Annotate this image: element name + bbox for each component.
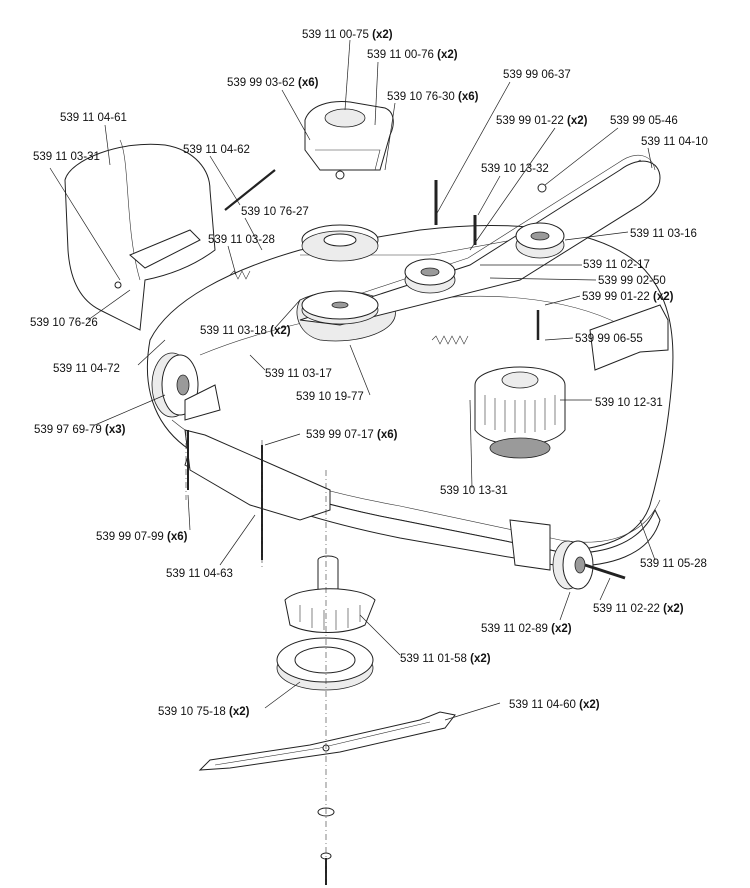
tension-spring [431,335,469,345]
part-label-539-11-04-72: 539 11 04-72 [53,363,120,375]
part-label-539-99-06-37: 539 99 06-37 [503,69,571,81]
part-label-539-10-76-26: 539 10 76-26 [30,317,98,329]
spindle-housing-right [474,366,566,459]
part-label-539-99-07-99: 539 99 07-99 (x6) [96,531,188,543]
part-label-539-11-04-63: 539 11 04-63 [166,568,233,580]
part-label-539-10-76-27: 539 10 76-27 [241,206,309,218]
spindle-ring [276,637,374,691]
part-label-539-10-19-77: 539 10 19-77 [296,391,364,403]
spindle-pulley-left [301,290,379,325]
idler-pulley-center [404,258,456,294]
discharge-chute [64,139,216,331]
part-label-539-97-69-79: 539 97 69-79 (x3) [34,424,126,436]
part-label-539-11-04-10: 539 11 04-10 [641,136,708,148]
part-label-539-11-02-89: 539 11 02-89 (x2) [481,623,572,635]
part-label-539-11-04-60: 539 11 04-60 (x2) [509,699,600,711]
part-labels: 539 11 00-75 (x2) 539 11 00-76 (x2) 539 … [30,29,708,718]
part-label-539-99-07-17: 539 99 07-17 (x6) [306,429,398,441]
part-label-539-11-04-62: 539 11 04-62 [183,144,250,156]
part-label-539-99-05-46: 539 99 05-46 [610,115,678,127]
part-label-539-10-75-18: 539 10 75-18 (x2) [158,706,250,718]
gauge-wheel-right [509,519,626,590]
belt-guard [304,101,394,171]
gauge-wheel-left [151,352,221,421]
part-label-539-11-01-58: 539 11 01-58 (x2) [400,653,491,665]
blade-spindle [284,555,376,633]
leader-lines [49,39,656,721]
part-label-539-99-03-62: 539 99 03-62 (x6) [227,77,319,89]
part-label-539-11-02-22: 539 11 02-22 (x2) [593,603,684,615]
part-label-539-11-05-28: 539 11 05-28 [640,558,707,570]
part-label-539-99-02-50: 539 99 02-50 [598,275,666,287]
mower-blade [198,711,456,771]
part-label-539-11-00-76: 539 11 00-76 (x2) [367,49,458,61]
part-label-539-11-02-17: 539 11 02-17 [583,259,650,271]
idler-pulley-left [301,224,379,262]
part-label-539-10-13-32: 539 10 13-32 [481,163,549,175]
deck-bracket-right [589,304,669,371]
part-label-539-11-00-75: 539 11 00-75 (x2) [302,29,393,41]
part-label-539-10-12-31: 539 10 12-31 [595,397,663,409]
part-label-539-11-04-61: 539 11 04-61 [60,112,127,124]
part-label-539-11-03-16: 539 11 03-16 [630,228,697,240]
drive-belt [299,154,661,326]
part-label-539-11-03-31: 539 11 03-31 [33,151,100,163]
part-label-539-10-13-31: 539 10 13-31 [440,485,508,497]
idler-pulley-right [515,222,565,259]
part-label-539-99-06-55: 539 99 06-55 [575,333,643,345]
part-label-539-11-03-18: 539 11 03-18 (x2) [200,325,291,337]
part-label-539-11-03-17: 539 11 03-17 [265,368,332,380]
part-label-539-99-01-22-right: 539 99 01-22 (x2) [582,291,674,303]
part-label-539-10-76-30: 539 10 76-30 (x6) [387,91,479,103]
part-label-539-99-01-22-top: 539 99 01-22 (x2) [496,115,588,127]
part-label-539-11-03-28: 539 11 03-28 [208,234,275,246]
